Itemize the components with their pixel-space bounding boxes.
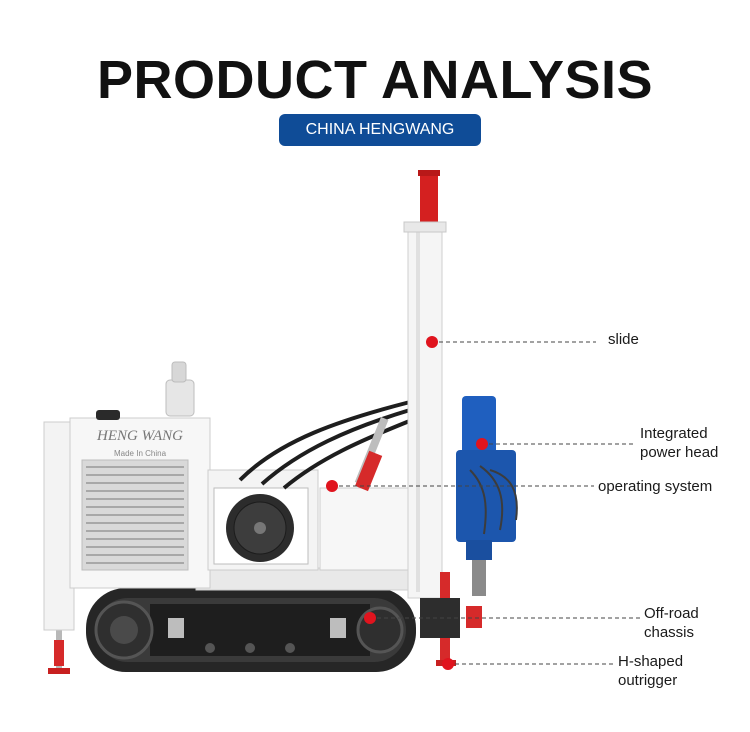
callout-operating-system-text: operating system xyxy=(598,478,713,495)
callout-outrigger-line2: outrigger xyxy=(618,672,678,689)
chassis-marker xyxy=(364,612,376,624)
callout-chassis-line1: Off-road xyxy=(644,605,699,622)
made-in-label: Made In China xyxy=(114,449,167,458)
crawler-track xyxy=(86,588,416,672)
slide-marker xyxy=(426,336,438,348)
engine-housing: HENG WANG Made In China xyxy=(43,361,211,631)
left-outrigger xyxy=(48,620,70,674)
callout-slide: slide xyxy=(608,330,639,349)
callout-slide-text: slide xyxy=(608,331,639,348)
brand-mark: HENG WANG xyxy=(96,428,183,444)
hydraulic-hoses xyxy=(238,400,413,490)
page-title: PRODUCT ANALYSIS xyxy=(96,50,654,110)
cooling-unit xyxy=(207,469,411,571)
callout-outrigger: H-shaped outrigger xyxy=(618,652,683,690)
callout-power-head: Integrated power head xyxy=(640,424,718,462)
brand-badge: CHINA HENGWANG xyxy=(279,114,481,146)
callout-operating-system: operating system xyxy=(598,477,712,496)
outrigger-marker xyxy=(442,658,454,670)
callout-power-head-line1: Integrated xyxy=(640,425,708,442)
lift-cylinder xyxy=(354,416,389,492)
power-head xyxy=(456,396,518,596)
power-head-marker xyxy=(476,438,488,450)
callout-chassis: Off-road chassis xyxy=(644,604,699,642)
callout-chassis-line2: chassis xyxy=(644,624,695,641)
callout-power-head-line2: power head xyxy=(640,444,719,461)
callout-outrigger-line1: H-shaped xyxy=(618,653,684,670)
callout-leaders xyxy=(332,341,640,665)
slide-mast xyxy=(403,170,447,599)
operating-system-marker xyxy=(326,480,338,492)
